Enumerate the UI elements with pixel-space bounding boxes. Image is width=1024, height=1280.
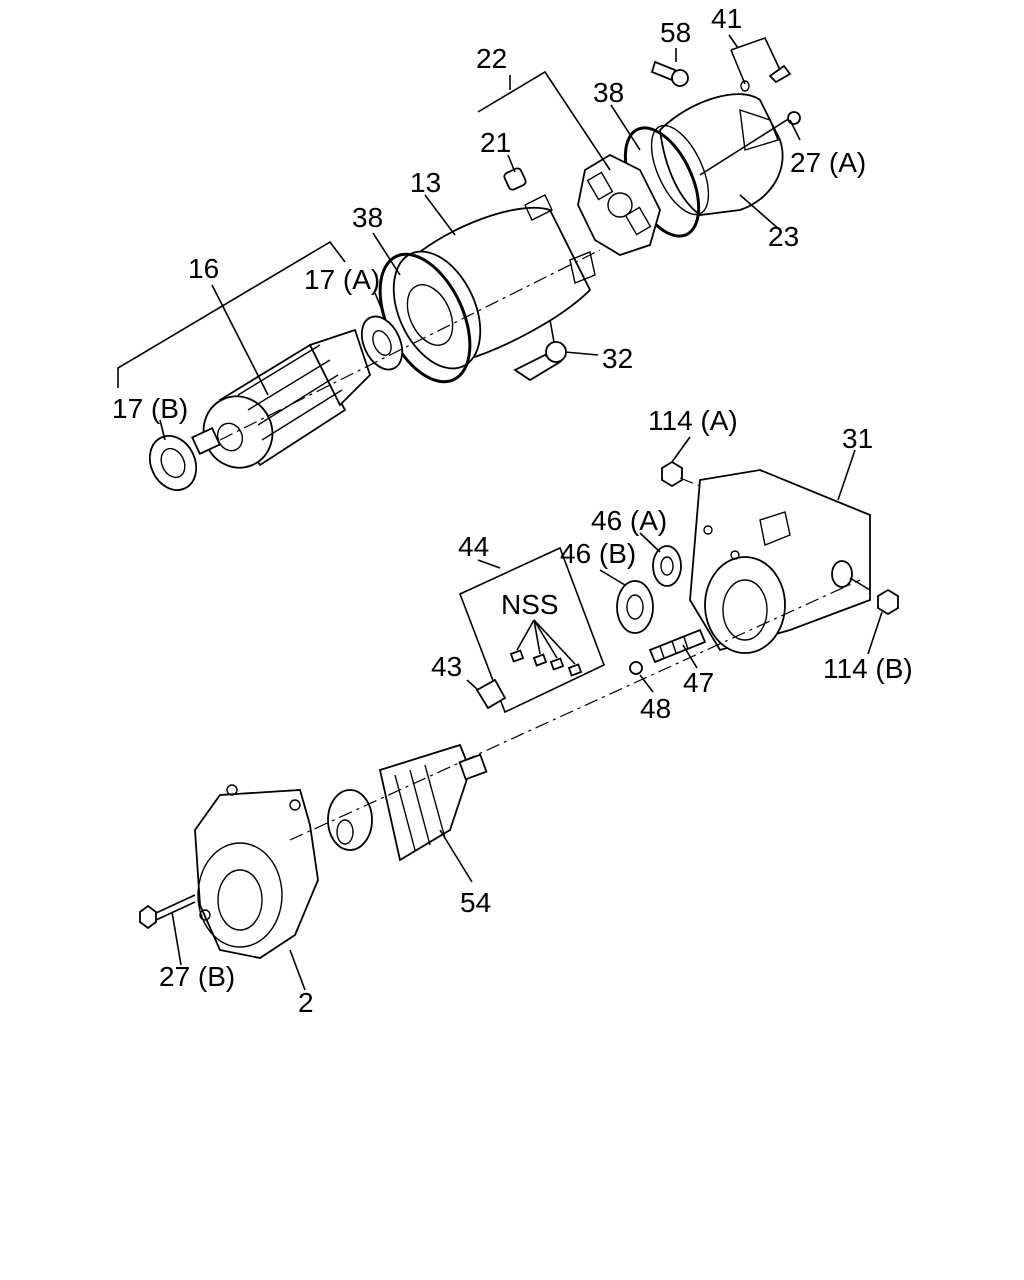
label-2: 2 [298, 987, 314, 1018]
label-21: 21 [480, 127, 511, 158]
part-114a-nut [661, 460, 683, 488]
label-44: 44 [458, 531, 489, 562]
part-21-spring [503, 167, 527, 191]
label-32: 32 [602, 343, 633, 374]
part-114b-nut [831, 560, 899, 616]
label-16: 16 [188, 253, 219, 284]
part-44-kit [458, 546, 606, 714]
part-22-brush-holder [577, 153, 661, 256]
leader-lines [117, 34, 883, 991]
label-31: 31 [842, 423, 873, 454]
label-41: 41 [711, 3, 742, 34]
label-114a: 114 (A) [648, 405, 738, 436]
part-2-front-housing [194, 784, 319, 959]
part-54-pinion [327, 743, 488, 862]
part-17a-bearing [360, 315, 404, 371]
label-46a: 46 (A) [591, 505, 667, 536]
label-23: 23 [768, 221, 799, 252]
label-46b: 46 (B) [560, 538, 636, 569]
label-48: 48 [640, 693, 671, 724]
assembly-axis-lines [219, 249, 861, 841]
label-nss: NSS [501, 589, 559, 620]
callout-labels: 58 41 22 38 21 27 (A) 13 23 38 16 17 (A)… [112, 3, 913, 1018]
part-41-screw [740, 64, 792, 92]
part-27b-bolt [139, 894, 196, 930]
label-38-upper: 38 [593, 77, 624, 108]
label-17a: 17 (A) [304, 264, 380, 295]
part-43-plunger [475, 678, 507, 710]
label-47: 47 [683, 667, 714, 698]
label-22: 22 [476, 43, 507, 74]
label-13: 13 [410, 167, 441, 198]
label-27a: 27 (A) [790, 147, 866, 178]
part-48-ball [629, 661, 643, 675]
label-58: 58 [660, 17, 691, 48]
part-27a-screw [787, 111, 801, 125]
part-47-spring [648, 628, 707, 664]
part-17b-bearing [148, 435, 198, 491]
label-27b: 27 (B) [159, 961, 235, 992]
label-17b: 17 (B) [112, 393, 188, 424]
label-114b: 114 (B) [823, 653, 913, 684]
part-23-end-cover [650, 93, 791, 216]
part-16-armature [191, 328, 372, 469]
part-46b-gear [616, 580, 654, 634]
part-58-screw [650, 60, 689, 87]
label-43: 43 [431, 651, 462, 682]
label-38-lower: 38 [352, 202, 383, 233]
part-46a-gear [652, 545, 682, 587]
label-54: 54 [460, 887, 491, 918]
part-31-housing [689, 469, 871, 654]
